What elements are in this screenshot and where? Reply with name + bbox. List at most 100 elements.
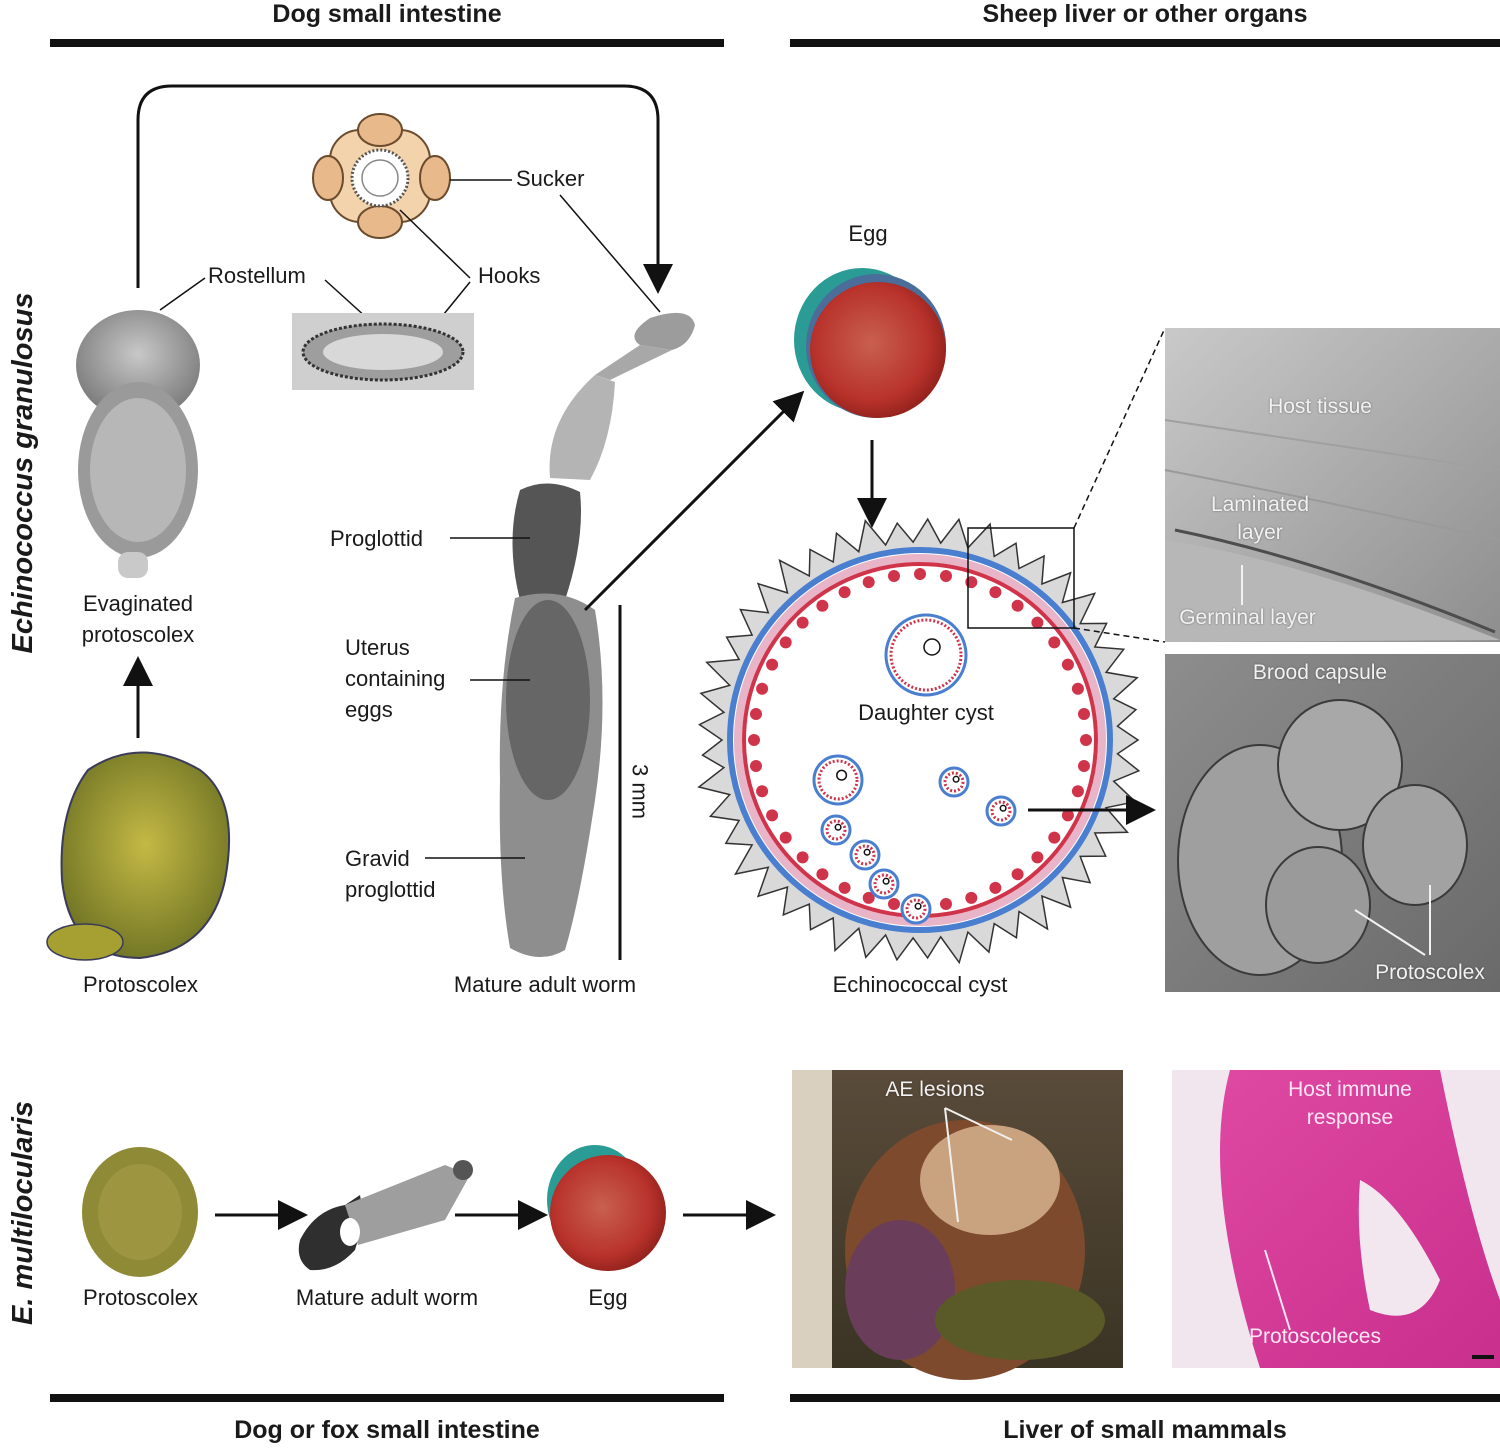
germinal-dot: [1048, 831, 1061, 844]
germinal-dot: [816, 868, 829, 881]
evaginated-protoscolex-image: [76, 310, 200, 578]
zoom-dashed-top: [1073, 327, 1166, 529]
label-host-tissue: Host tissue: [1268, 395, 1372, 418]
header-bottom-left: Dog or fox small intestine: [234, 1416, 540, 1444]
brood-capsule-2-germinal: [943, 771, 965, 793]
germinal-dot: [796, 851, 809, 864]
host-tissue-micrograph: [1164, 328, 1500, 642]
protoscoleces-pointer-line: [1264, 1249, 1291, 1331]
germinal-dot: [965, 576, 978, 589]
label-ae-lesions: AE lesions: [885, 1078, 985, 1101]
label-uterus-line3: eggs: [345, 697, 393, 722]
side-label-granulosus: Echinococcus granulosus: [7, 292, 39, 654]
zoom-box: [967, 527, 1075, 629]
germinal-dot: [766, 809, 779, 822]
germinal-dot: [816, 599, 829, 612]
multilocularis-worm-image: [298, 1160, 473, 1271]
hooks-micrograph: [292, 313, 474, 390]
daughter-cyst-nucleus: [923, 638, 941, 656]
label-gravid-line1: Gravid: [345, 846, 410, 871]
brood-capsule-6-nucleus: [882, 877, 890, 885]
germinal-dot: [965, 891, 978, 904]
germinal-dot: [1061, 809, 1074, 822]
germinal-dot: [748, 734, 760, 746]
germinal-dot: [940, 570, 952, 582]
mature-adult-worm-image: [499, 312, 695, 958]
brood-capsule-5-nucleus: [863, 848, 871, 856]
germinal-dot: [779, 831, 792, 844]
protoscolex-image: [46, 751, 231, 961]
header-bar-bottom-left: [50, 1394, 724, 1402]
scolex-sucker-diagram: [312, 113, 451, 239]
germinal-dot: [940, 898, 952, 910]
brood-capsule-3-nucleus: [999, 804, 1007, 812]
label-protoscolex: Protoscolex: [83, 972, 198, 997]
label-ml-egg: Egg: [588, 1285, 628, 1310]
label-sucker: Sucker: [516, 166, 585, 191]
multilocularis-protoscolex-image: [82, 1147, 198, 1277]
label-germinal-layer: Germinal layer: [1179, 606, 1316, 629]
rostellum-pointer-line: [159, 277, 206, 311]
label-ml-mature-worm: Mature adult worm: [295, 1285, 479, 1310]
germinal-dot: [888, 898, 900, 910]
brood-capsule-6-germinal: [873, 873, 895, 895]
label-uterus-line1: Uterus: [345, 635, 410, 660]
label-scale: 3 mm: [627, 764, 653, 819]
germinal-dot: [1071, 682, 1084, 695]
hooks-pointer-line-1: [399, 209, 471, 279]
germinal-dot: [989, 586, 1002, 599]
brood-capsule-7-nucleus: [914, 902, 922, 910]
echinococcal-cyst-diagram: [697, 517, 1141, 965]
ae-lesions-pointer-2: [944, 1107, 1013, 1141]
ae-lesions-pointer-1: [944, 1107, 959, 1223]
label-ml-protoscolex: Protoscolex: [83, 1285, 198, 1310]
header-top-right: Sheep liver or other organs: [982, 0, 1308, 28]
germinal-dot: [750, 708, 762, 720]
germinal-dot: [779, 636, 792, 649]
label-protoscolex-micro: Protoscolex: [1375, 961, 1485, 984]
header-bar-top-right: [790, 39, 1500, 47]
label-evaginated-line2: protoscolex: [81, 622, 195, 647]
cycle-loop-arrow: [136, 84, 673, 294]
germinal-dot: [838, 881, 851, 894]
worm-to-egg-arrow: [583, 390, 805, 612]
label-proglottid: Proglottid: [330, 526, 423, 551]
brood-capsule-3-germinal: [990, 800, 1012, 822]
brood-capsule-4-nucleus: [834, 823, 842, 831]
germinal-dot: [756, 785, 769, 798]
brood-capsule-1: [812, 754, 864, 806]
brood-capsule-7-germinal: [905, 898, 927, 920]
header-bar-bottom-right: [790, 1394, 1500, 1402]
host-immune-response-histology: [1172, 1070, 1500, 1368]
label-immune-line2: response: [1306, 1106, 1394, 1129]
germinal-dot: [989, 881, 1002, 894]
label-brood-capsule: Brood capsule: [1252, 661, 1388, 684]
germinal-dot: [796, 616, 809, 629]
germinal-dot: [1031, 616, 1044, 629]
zoom-dashed-bottom: [1073, 627, 1166, 643]
label-rostellum: Rostellum: [208, 263, 306, 288]
germinal-dot: [1011, 599, 1024, 612]
brood-capsule-2-nucleus: [952, 775, 960, 783]
cyst-laminated-ring: [727, 547, 1113, 933]
multilocularis-egg-image: [547, 1145, 666, 1271]
side-label-multilocularis: E. multilocularis: [7, 1101, 39, 1325]
label-evaginated-line1: Evaginated: [82, 591, 194, 616]
label-daughter-cyst: Daughter cyst: [858, 700, 994, 725]
germinal-dot: [862, 576, 875, 589]
daughter-cyst: [884, 613, 968, 697]
header-top-left: Dog small intestine: [272, 0, 502, 28]
brood-capsule-1-nucleus: [836, 769, 848, 781]
protoscolex-micro-pointer-1: [1354, 909, 1426, 956]
germinal-dot: [1071, 785, 1084, 798]
label-laminated-line1: Laminated: [1210, 493, 1310, 516]
germinal-dot: [1048, 636, 1061, 649]
egg-image: [794, 268, 946, 418]
germinal-dot: [888, 570, 900, 582]
germinal-dot: [1078, 760, 1090, 772]
label-laminated-line2: layer: [1237, 521, 1283, 544]
germinal-dot: [1031, 851, 1044, 864]
label-hooks: Hooks: [478, 263, 541, 288]
label-immune-line1: Host immune: [1288, 1078, 1412, 1101]
